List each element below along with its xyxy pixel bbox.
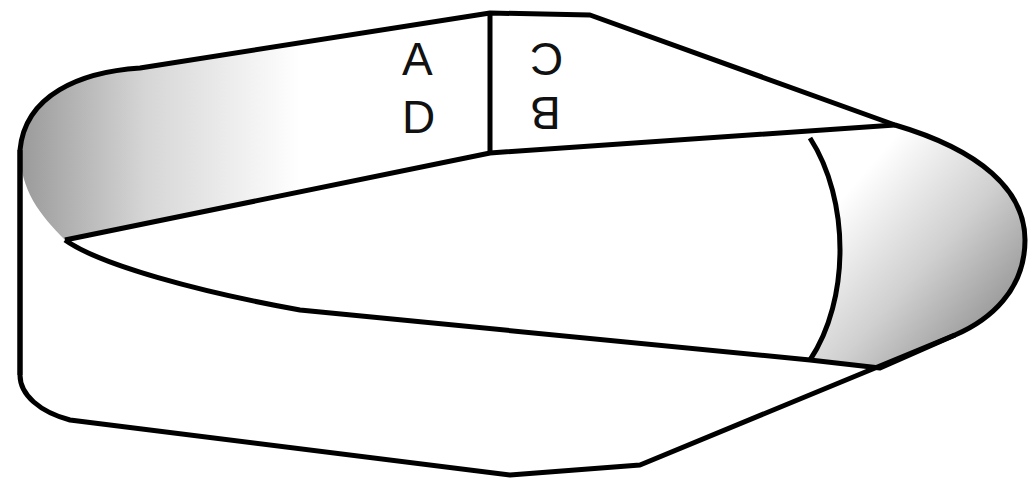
letter-label: B bbox=[530, 90, 561, 136]
band-shading bbox=[810, 125, 1025, 368]
strip-edge bbox=[65, 125, 895, 240]
strip-fold bbox=[810, 138, 840, 360]
strip-edge bbox=[18, 150, 23, 375]
strip-outline bbox=[20, 13, 1025, 475]
strip-edge bbox=[65, 240, 955, 368]
letter-label: C bbox=[530, 36, 563, 82]
band-shading bbox=[20, 13, 895, 240]
strip-ground bbox=[20, 13, 1025, 475]
letter-label: A bbox=[402, 36, 433, 82]
letter-label: D bbox=[402, 94, 435, 140]
cut-line bbox=[488, 13, 493, 153]
